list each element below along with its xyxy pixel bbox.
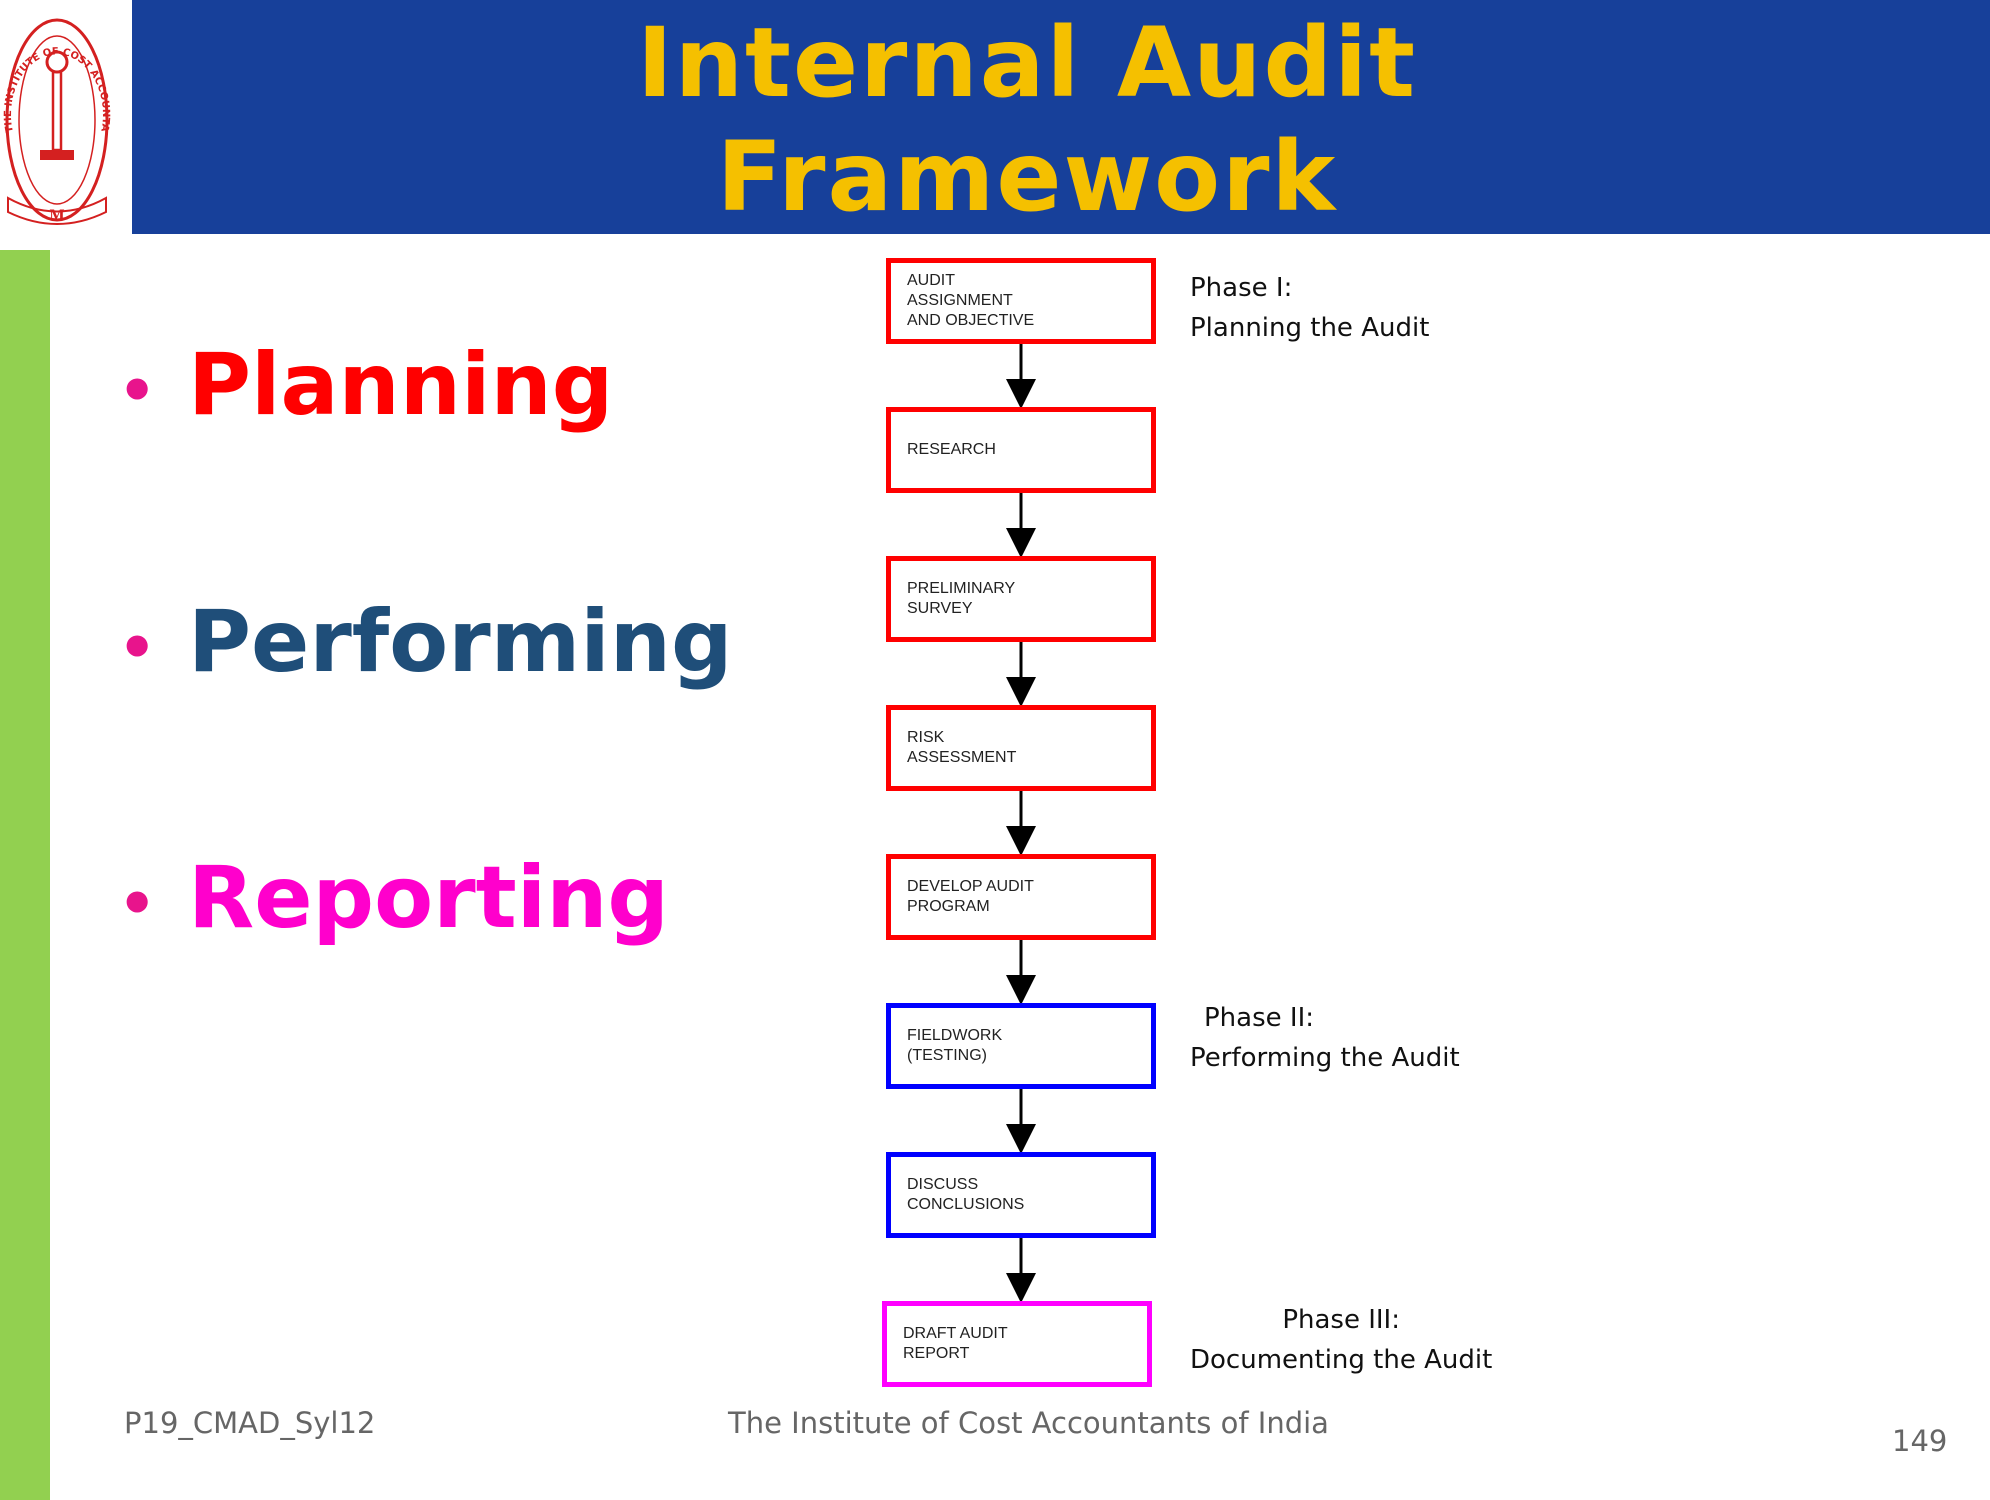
title-line-2: Framework [716,121,1338,233]
phase-1-text: Planning the Audit [1190,313,1430,343]
left-accent-bar [0,250,50,1500]
phase-3-text: Documenting the Audit [1190,1345,1493,1375]
flow-step-label: FIELDWORK (TESTING) [907,1027,1003,1064]
flow-step: PRELIMINARY SURVEY [886,556,1156,642]
footer-institute: The Institute of Cost Accountants of Ind… [728,1406,1329,1440]
flow-step-label: RESEARCH [907,441,996,458]
phase-2-label: Phase II: Performing the Audit [1190,998,1460,1078]
flow-step: FIELDWORK (TESTING) [886,1003,1156,1089]
bullet-text: Reporting [188,848,669,948]
bullet-text: Performing [188,592,733,692]
phase-1-heading: Phase I: [1190,273,1293,303]
phase-3-heading: Phase III: [1282,1305,1400,1335]
title-line-1: Internal Audit [636,7,1417,119]
phase-2-heading: Phase II: [1204,1003,1314,1033]
slide-title: Internal Audit Framework [132,6,1922,234]
title-banner [132,0,1990,234]
flow-step-label: DEVELOP AUDIT PROGRAM [907,878,1034,915]
flow-step: RISK ASSESSMENT [886,705,1156,791]
flow-step: AUDIT ASSIGNMENT AND OBJECTIVE [886,258,1156,344]
flow-step: DEVELOP AUDIT PROGRAM [886,854,1156,940]
flow-step: DISCUSS CONCLUSIONS [886,1152,1156,1238]
phase-3-label: Phase III: Documenting the Audit [1190,1300,1492,1380]
phase-1-label: Phase I: Planning the Audit [1190,268,1429,348]
institute-logo: THE INSTITUTE OF COST ACCOUNTANTS OF IND… [0,0,115,234]
flow-step: RESEARCH [886,407,1156,493]
footer-code: P19_CMAD_Syl12 [124,1406,376,1440]
flow-step-label: DRAFT AUDIT REPORT [903,1325,1008,1362]
page-number: 149 [1892,1424,1948,1458]
flow-step: DRAFT AUDIT REPORT [882,1301,1152,1387]
bullet-dot-icon: • [118,355,157,426]
phase-2-text: Performing the Audit [1190,1043,1460,1073]
svg-text:M: M [49,208,65,224]
flow-step-label: AUDIT ASSIGNMENT AND OBJECTIVE [907,272,1035,329]
flow-step-label: DISCUSS CONCLUSIONS [907,1176,1025,1213]
bullet-item: • Reporting [118,848,669,954]
flow-step-label: RISK ASSESSMENT [907,729,1017,766]
bullet-text: Planning [188,335,614,435]
bullet-item: • Performing [118,592,733,698]
bullet-dot-icon: • [118,868,157,939]
bullet-dot-icon: • [118,612,157,683]
bullet-item: • Planning [118,335,613,441]
flow-step-label: PRELIMINARY SURVEY [907,580,1016,617]
